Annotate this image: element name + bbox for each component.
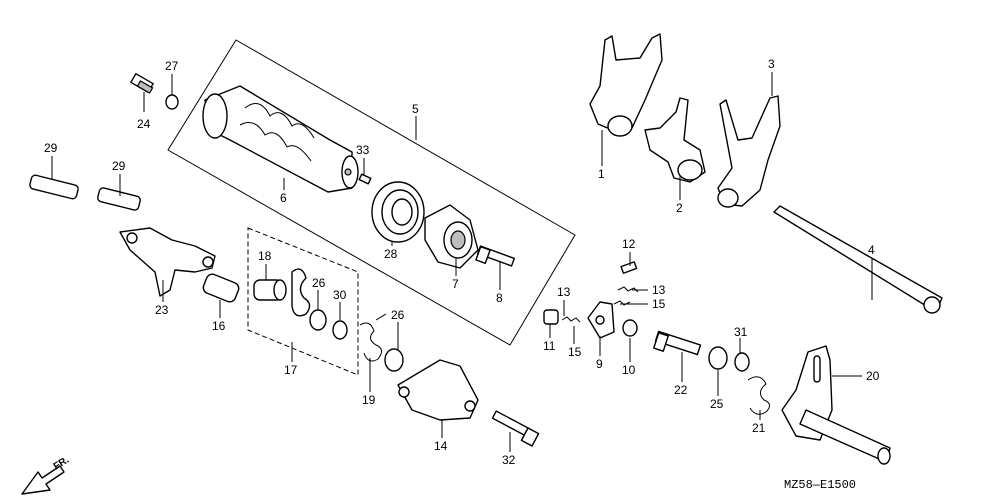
part-9-stopper: [587, 301, 615, 339]
part-8-bolt: [475, 245, 515, 267]
callout-18: 18: [258, 249, 272, 263]
part-11-pin: [543, 309, 559, 325]
front-arrow: FR.: [21, 455, 71, 495]
part-31-clip: [734, 352, 750, 372]
callout-13-b: 13: [557, 285, 571, 299]
callout-27: 27: [165, 59, 179, 73]
part-17-spring: [291, 268, 311, 317]
drawing-code: MZ58—E1500: [784, 478, 856, 492]
callout-30: 30: [333, 288, 347, 302]
callout-21: 21: [752, 421, 766, 435]
callout-8: 8: [496, 291, 503, 305]
callout-13-a: 13: [652, 283, 666, 297]
part-20-spindle: [781, 345, 891, 465]
part-13-spring-a: [617, 286, 639, 293]
callout-28: 28: [384, 247, 398, 261]
callout-31: 31: [734, 325, 748, 339]
part-26-washer-b: [384, 348, 404, 372]
callout-7: 7: [452, 277, 459, 291]
group-box-5: [167, 39, 576, 346]
part-30-clip: [332, 320, 348, 340]
part-28-bearing: [371, 181, 425, 243]
part-10-nut: [622, 319, 638, 337]
part-15-spring-b: [561, 316, 581, 323]
callout-25: 25: [710, 397, 724, 411]
callout-1: 1: [598, 167, 605, 181]
callout-29-right: 29: [112, 159, 126, 173]
callouts: 24 27 5 6 33 28 7 8 29 29 23 16 18 17 26…: [44, 57, 880, 467]
callout-32: 32: [502, 453, 516, 467]
callout-9: 9: [596, 357, 603, 371]
callout-14: 14: [434, 439, 448, 453]
callout-11: 11: [543, 339, 556, 353]
callout-24: 24: [137, 117, 151, 131]
part-18: [253, 279, 287, 301]
callout-23: 23: [155, 303, 169, 317]
callout-16: 16: [212, 319, 226, 333]
callout-12: 12: [622, 237, 636, 251]
part-16-collar: [202, 273, 240, 303]
part-26-washer-a: [309, 309, 327, 331]
callout-33: 33: [356, 143, 370, 157]
part-23-plate: [119, 227, 216, 297]
callout-15-b: 15: [568, 345, 582, 359]
part-29-right: [97, 187, 141, 211]
part-22-pin: [653, 330, 702, 356]
part-29-left: [29, 174, 79, 200]
part-6-shift-drum: [202, 85, 359, 193]
part-1-shift-fork: [589, 33, 663, 135]
part-24: [130, 72, 154, 94]
part-25-washer: [708, 346, 728, 370]
callout-20: 20: [866, 369, 880, 383]
callout-15-a: 15: [652, 297, 666, 311]
leader-lines: [51, 72, 873, 452]
part-3-shift-fork: [717, 95, 781, 207]
callout-26-a: 26: [312, 276, 326, 290]
callout-29-left: 29: [44, 141, 58, 155]
callout-2: 2: [676, 201, 683, 215]
callout-17: 17: [284, 363, 298, 377]
callout-4: 4: [868, 243, 875, 257]
part-21-spring: [747, 376, 770, 415]
part-19-spring: [359, 313, 387, 362]
callout-6: 6: [280, 191, 287, 205]
part-27: [165, 94, 179, 110]
part-4-shaft: [773, 205, 943, 314]
part-33: [358, 173, 372, 185]
part-12: [620, 261, 638, 274]
callout-19: 19: [362, 393, 376, 407]
callout-10: 10: [622, 363, 636, 377]
callout-3: 3: [768, 57, 775, 71]
part-14-plate: [397, 359, 479, 421]
callout-22: 22: [674, 383, 688, 397]
part-32-bolt: [491, 410, 540, 447]
part-7-cam-plate: [424, 204, 479, 269]
callout-26-b: 26: [391, 308, 405, 322]
callout-5: 5: [412, 102, 419, 116]
